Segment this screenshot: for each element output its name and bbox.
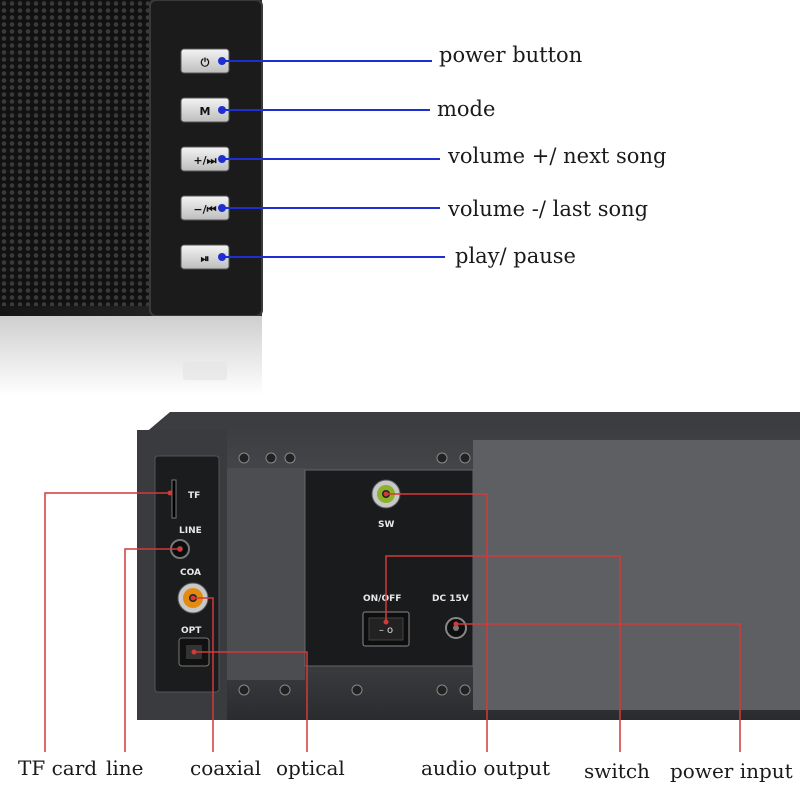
opt-port-label: OPT bbox=[181, 626, 202, 636]
callout-optical: optical bbox=[276, 756, 345, 780]
callout-power-input: power input bbox=[670, 759, 793, 783]
callout-tf-card: TF card bbox=[18, 756, 98, 780]
table-reflection bbox=[0, 316, 262, 396]
tf-card-slot[interactable] bbox=[171, 479, 177, 519]
svg-text:– o: – o bbox=[379, 625, 393, 636]
callout-volume-up-next: volume +/ next song bbox=[448, 144, 667, 168]
power-switch[interactable]: – o bbox=[362, 611, 410, 647]
coa-port-label: COA bbox=[180, 568, 201, 578]
sw-port-label: SW bbox=[378, 520, 394, 530]
volume-up-next-icon: +/⏭ bbox=[193, 154, 216, 167]
speaker-grille bbox=[0, 0, 150, 306]
dc-power-jack[interactable] bbox=[445, 617, 467, 639]
mode-icon: M bbox=[200, 105, 211, 118]
callout-mode: mode bbox=[437, 97, 496, 121]
callout-play-pause: play/ pause bbox=[455, 244, 576, 268]
callout-power-button: power button bbox=[439, 43, 583, 67]
play-pause-icon: ⏯ bbox=[201, 252, 210, 265]
callout-line: line bbox=[106, 756, 144, 780]
volume-down-prev-icon: −/⏮ bbox=[193, 203, 216, 216]
top-leader-lines bbox=[218, 57, 445, 261]
callout-coaxial: coaxial bbox=[190, 756, 262, 780]
tf-port-label: TF bbox=[188, 491, 200, 501]
panel-screws bbox=[238, 452, 471, 696]
power-icon: ⏻ bbox=[201, 56, 210, 69]
speaker-rear bbox=[137, 412, 800, 720]
dc-label: DC 15V bbox=[432, 594, 469, 604]
bottom-leader-lines bbox=[44, 492, 741, 752]
on-off-label: ON/OFF bbox=[363, 594, 401, 604]
callout-audio-output: audio output bbox=[421, 756, 551, 780]
leader-dots bbox=[167, 490, 459, 655]
side-port-panel bbox=[154, 455, 220, 693]
callout-volume-down-last: volume -/ last song bbox=[448, 197, 649, 221]
callout-switch: switch bbox=[584, 759, 650, 783]
line-port-label: LINE bbox=[179, 526, 202, 536]
